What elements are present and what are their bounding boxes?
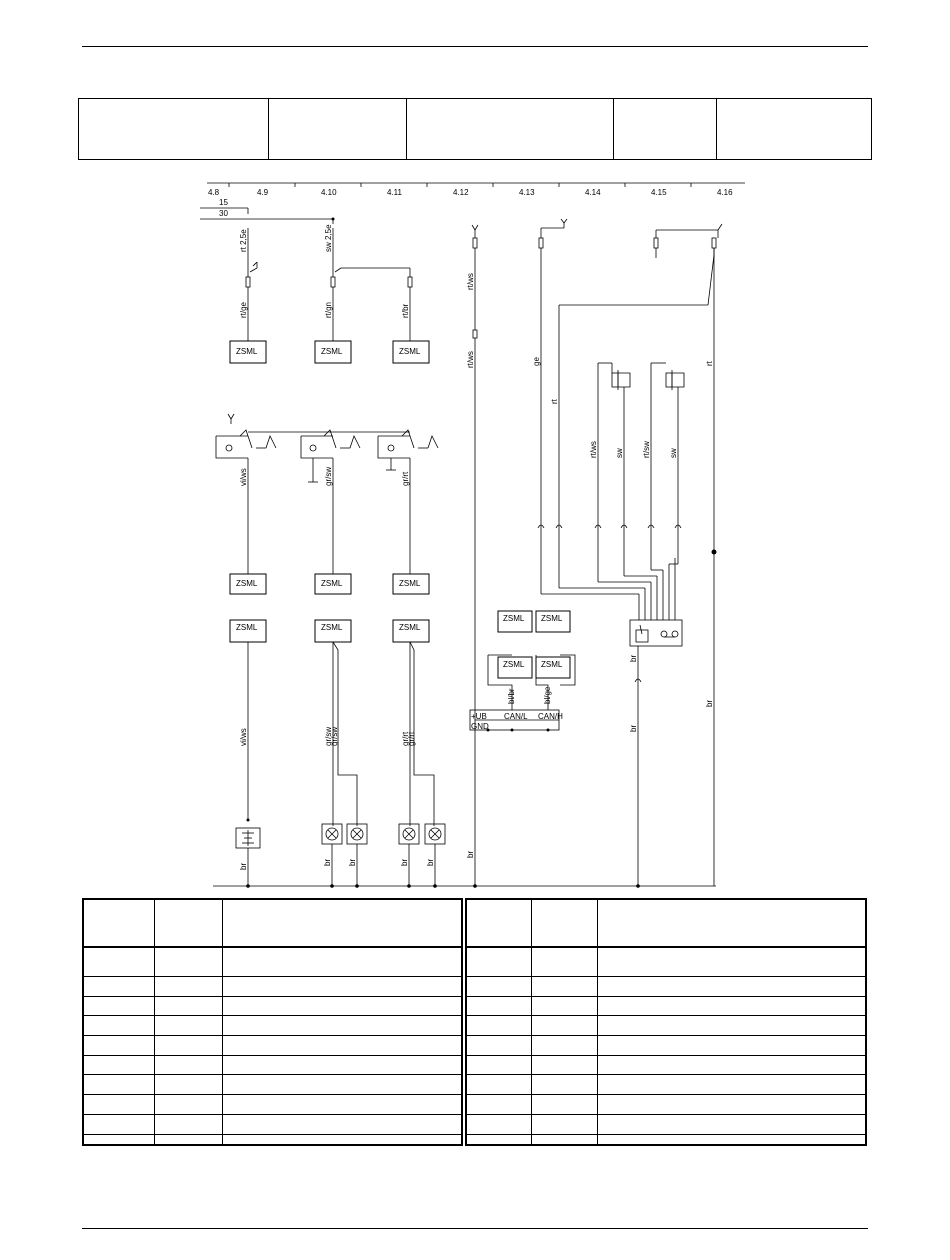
wire-label: rt/ws: [589, 441, 598, 458]
grid-tick-1: 4.9: [257, 188, 269, 197]
splice-dot: [711, 549, 717, 555]
grid-tick-6: 4.14: [585, 188, 601, 197]
module-label: ZSML: [321, 347, 343, 356]
module-label: ZSML: [399, 579, 421, 588]
wire-label: rt/ws: [466, 351, 475, 368]
bottom-rule: [82, 1228, 868, 1229]
top-rule: [82, 46, 868, 47]
grid-tick-2: 4.10: [321, 188, 337, 197]
grid-tick-7: 4.15: [651, 188, 667, 197]
fuse-circuit-right: [471, 218, 723, 886]
title-cell-1: [79, 99, 269, 159]
indicator-lamps: [321, 823, 446, 886]
wire-label: gr/rt: [401, 471, 410, 486]
title-cell-3: [407, 99, 614, 159]
wire-label: rt/ws: [466, 273, 475, 290]
wire-label: rt/sw: [642, 441, 651, 458]
wire-label: sw: [615, 448, 624, 458]
module-label: ZSML: [503, 614, 525, 623]
wire-label: rt/br: [401, 303, 410, 318]
module-label: ZSML: [399, 623, 421, 632]
wire-label: rt 2,5e: [239, 229, 248, 252]
fuse-circuit-2: [330, 228, 413, 341]
wire-label: gr/sw: [324, 727, 333, 746]
grid-tick-0: 4.8: [208, 188, 220, 197]
can-module: [469, 654, 576, 731]
fuse-circuit-1: [245, 228, 258, 341]
wire-label: ge: [532, 357, 541, 366]
speaker-right: [650, 362, 685, 571]
wire-label: bl/ge: [543, 686, 552, 704]
can-gnd-label: GND: [471, 722, 489, 731]
title-cell-2: [269, 99, 407, 159]
rail-30-label: 30: [219, 209, 228, 218]
wire-label: br: [323, 859, 332, 866]
wire-label: vi/ws: [239, 468, 248, 486]
wire-label: rt: [705, 360, 714, 366]
wire-label: gr/rt: [401, 731, 410, 746]
module-label: ZSML: [236, 347, 258, 356]
module-label: ZSML: [321, 579, 343, 588]
wire-label: gr/rt: [407, 731, 416, 746]
wire-label: gr/sw: [330, 727, 339, 746]
legend-table-right: [465, 898, 867, 1146]
grid-ruler: [207, 182, 745, 187]
wire-label: br: [466, 851, 475, 858]
grid-tick-4: 4.12: [453, 188, 469, 197]
wire-label: rt/ge: [239, 301, 248, 318]
module-label: ZSML: [321, 623, 343, 632]
wire-label: sw 2,5e: [324, 224, 333, 252]
rail-15-label: 15: [219, 198, 228, 207]
can-l-label: CAN/L: [504, 712, 528, 721]
legend-table-left: [82, 898, 463, 1146]
hazard-lamp: [235, 827, 261, 886]
radio-unit: [629, 619, 683, 886]
wire-label: br: [426, 859, 435, 866]
wire-label: br: [629, 725, 638, 732]
title-block: [78, 98, 872, 160]
wire-label: bl/br: [507, 688, 516, 704]
module-label: ZSML: [236, 623, 258, 632]
module-label: ZSML: [503, 660, 525, 669]
wire-label: br: [348, 859, 357, 866]
module-label: ZSML: [541, 660, 563, 669]
wire-label: br: [705, 700, 714, 707]
can-ub-label: +UB: [471, 712, 487, 721]
wire-label: rt/gn: [324, 302, 333, 318]
title-cell-4: [614, 99, 717, 159]
wire-label: gr/sw: [324, 467, 333, 486]
grid-tick-3: 4.11: [387, 188, 403, 197]
wire-label: br: [629, 655, 638, 662]
wire-label: vi/ws: [239, 728, 248, 746]
wire-label: br: [400, 859, 409, 866]
can-h-label: CAN/H: [538, 712, 563, 721]
speaker-left: [597, 362, 657, 583]
module-label: ZSML: [399, 347, 421, 356]
wire-label: sw: [669, 448, 678, 458]
module-label: ZSML: [236, 579, 258, 588]
grid-tick-8: 4.16: [717, 188, 733, 197]
module-label: ZSML: [541, 614, 563, 623]
relay-row: [215, 413, 439, 574]
wire-label: rt: [550, 398, 559, 404]
wire-label: br: [239, 863, 248, 870]
grid-tick-5: 4.13: [519, 188, 535, 197]
